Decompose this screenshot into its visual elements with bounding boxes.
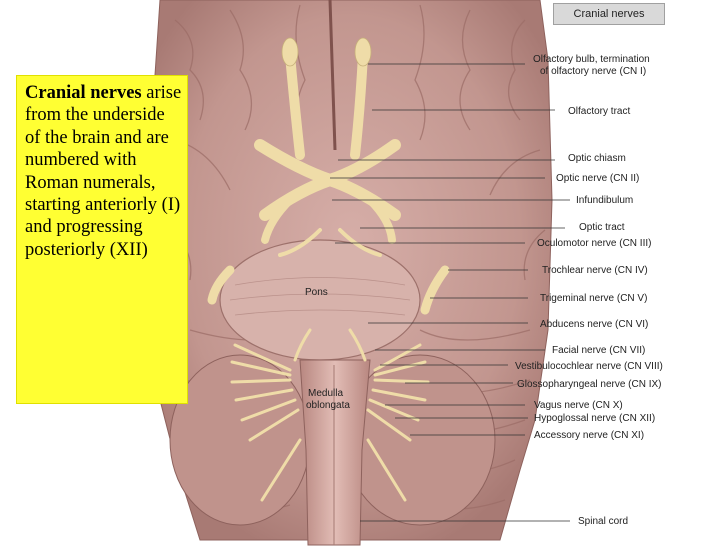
medulla-label-line2: oblongata (306, 400, 350, 411)
medulla-label-line1: Medulla (308, 388, 343, 399)
label-hypoglossal: Hypoglossal nerve (CN XII) (534, 413, 655, 424)
label-vestibulocochlear: Vestibulocochlear nerve (CN VIII) (515, 361, 663, 372)
label-olfactory-bulb-2: of olfactory nerve (CN I) (540, 66, 646, 77)
label-optic-chiasm: Optic chiasm (568, 153, 626, 164)
label-olfactory-bulb-1: Olfactory bulb, termination (533, 54, 650, 65)
pons-label: Pons (305, 287, 328, 298)
label-infundibulum: Infundibulum (576, 195, 633, 206)
label-oculomotor: Oculomotor nerve (CN III) (537, 238, 651, 249)
medulla-oblongata (299, 359, 371, 546)
diagram-title: Cranial nerves (553, 3, 665, 25)
callout-text: arise from the underside of the brain an… (25, 83, 182, 260)
label-olfactory-tract: Olfactory tract (568, 106, 630, 117)
olfactory-bulb-left (281, 37, 299, 67)
pons (219, 239, 421, 361)
label-trigeminal: Trigeminal nerve (CN V) (540, 293, 647, 304)
label-vagus: Vagus nerve (CN X) (534, 400, 623, 411)
leader-lines (330, 63, 570, 522)
nerve-labels: Olfactory bulb, termination of olfactory… (515, 54, 663, 527)
label-abducens: Abducens nerve (CN VI) (540, 319, 648, 330)
label-glossopharyngeal: Glossopharyngeal nerve (CN IX) (517, 379, 662, 390)
callout-heading: Cranial nerves (25, 83, 142, 103)
label-optic-tract: Optic tract (579, 222, 625, 233)
nerves (207, 50, 450, 502)
label-facial: Facial nerve (CN VII) (552, 345, 645, 356)
label-accessory: Accessory nerve (CN XI) (534, 430, 644, 441)
olfactory-bulb-right (354, 37, 372, 67)
label-trochlear: Trochlear nerve (CN IV) (542, 265, 648, 276)
label-optic-nerve: Optic nerve (CN II) (556, 173, 639, 184)
info-callout: Cranial nerves arise from the underside … (16, 75, 188, 404)
longitudinal-fissure (328, 0, 337, 151)
label-spinal-cord: Spinal cord (578, 516, 628, 527)
